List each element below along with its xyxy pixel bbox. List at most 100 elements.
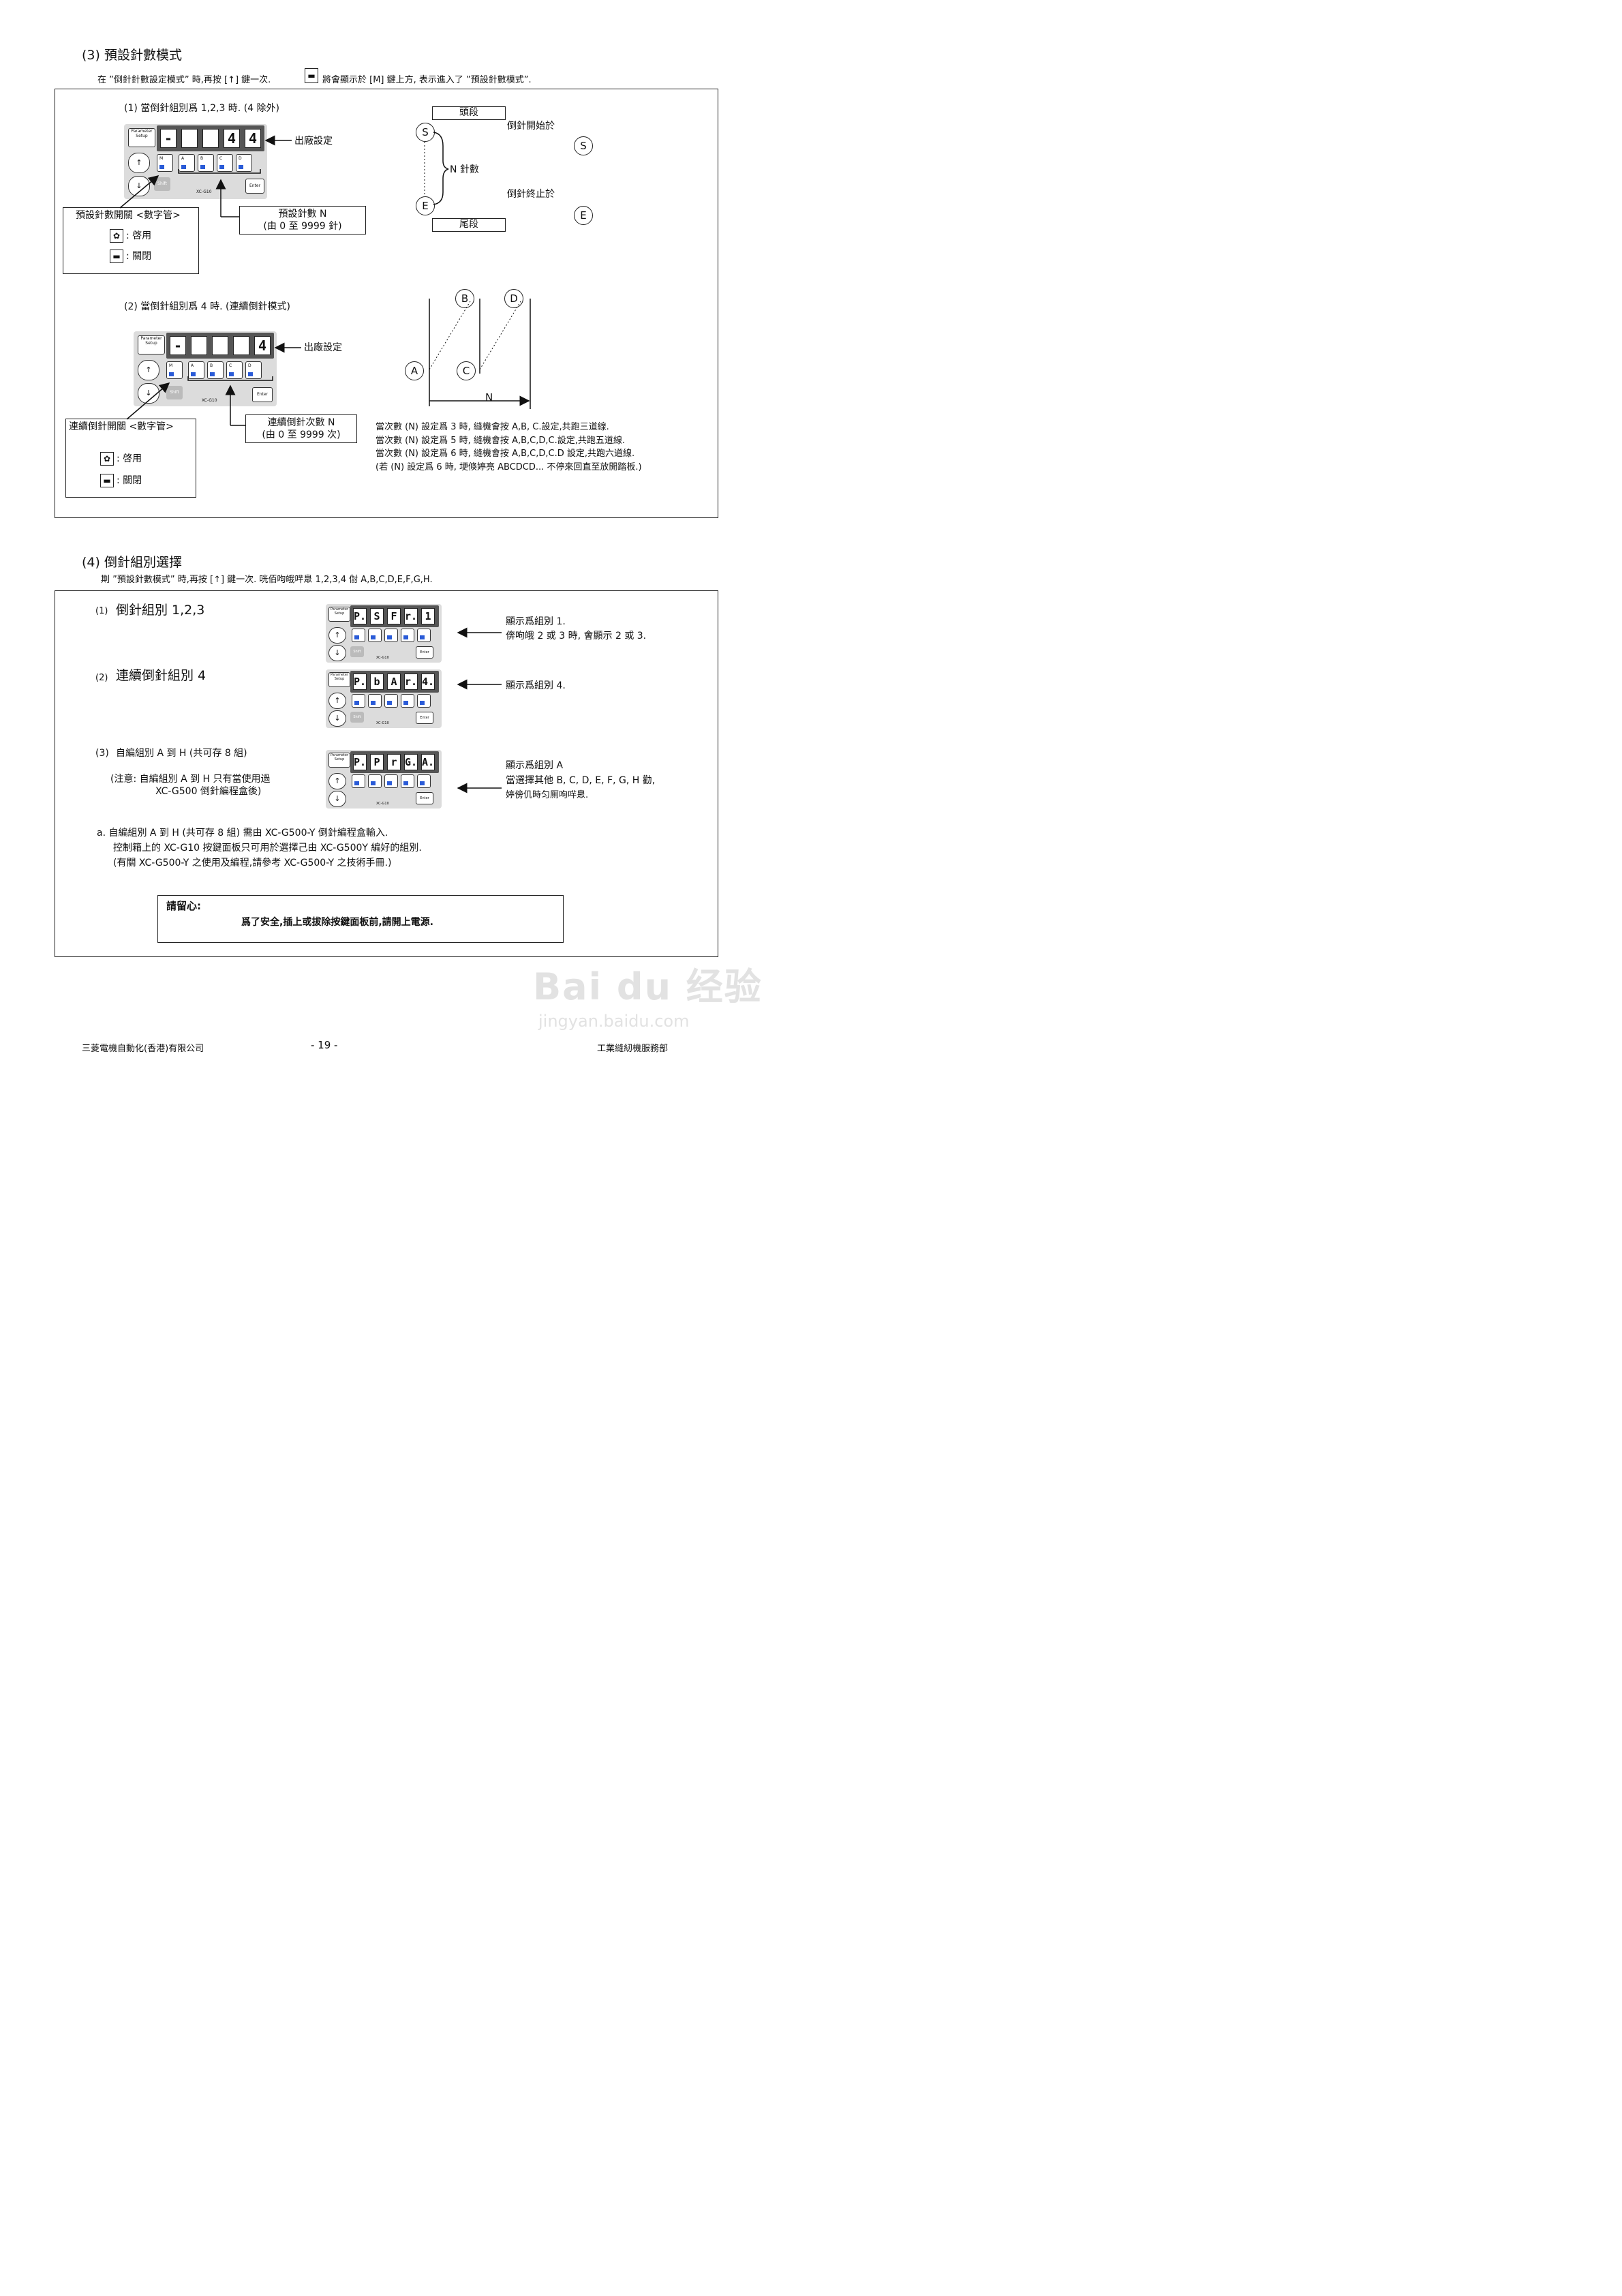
digit-4: G.: [404, 754, 418, 770]
key-b[interactable]: [384, 694, 398, 708]
n-stitch-label: N 針數: [450, 164, 479, 175]
head-section-box: 頭段: [432, 106, 506, 120]
model-label: XC-G10: [376, 656, 389, 660]
digit-5: 1: [421, 608, 435, 624]
row1-label: 倒針組別 1,2,3: [116, 603, 205, 618]
digit-5: 4: [254, 336, 271, 355]
section3-intro-a: 在 ”倒針針數設定模式” 時,再按 [↑] 鍵一次.: [97, 75, 271, 85]
row3-desc-2: 當選擇其他 B, C, D, E, F, G, H 勸,: [506, 775, 656, 786]
key-m[interactable]: [352, 774, 365, 788]
enter-button[interactable]: Enter: [252, 387, 273, 402]
seven-seg-display-groupA: P. P r G. A.: [350, 751, 439, 773]
key-d[interactable]: [417, 629, 431, 642]
led-off-icon: ▬: [305, 68, 318, 83]
note-line-1: 當次數 (N) 設定爲 3 時, 縫機會按 A,B, C.設定,共跑三道線.: [376, 422, 609, 432]
footer-company: 三菱電機自動化(香港)有限公司: [82, 1044, 204, 1054]
note-line-2: 當次數 (N) 設定爲 5 時, 縫機會按 A,B,C,D,C.設定,共跑五道線…: [376, 436, 625, 446]
parameter-setup-button[interactable]: Parameter Setup: [328, 607, 350, 622]
key-c[interactable]: C: [217, 154, 233, 172]
enter-button[interactable]: Enter: [416, 646, 433, 659]
parameter-setup-button[interactable]: Parameter Setup: [128, 128, 155, 147]
sub2-title: (2) 當倒針組別爲 4 時. (連續倒針模式): [124, 301, 290, 312]
up-arrow-button[interactable]: ↑: [328, 627, 346, 644]
preset-switch-title: 預設針數開關 <數字管>: [76, 210, 181, 221]
digit-2: [181, 129, 198, 148]
key-d[interactable]: [417, 774, 431, 788]
key-c[interactable]: [401, 774, 414, 788]
key-b[interactable]: B: [198, 154, 214, 172]
down-arrow-button[interactable]: ↓: [328, 791, 346, 807]
model-label: XC-G10: [202, 398, 217, 403]
key-a[interactable]: [368, 774, 382, 788]
enter-button[interactable]: Enter: [245, 179, 264, 194]
continuous-count-box: 連續倒針次數 N (由 0 至 9999 次): [245, 414, 357, 443]
preset-switch-off: ▬: 關閉: [110, 250, 151, 263]
enter-button[interactable]: Enter: [416, 712, 433, 724]
key-c[interactable]: [401, 629, 414, 642]
down-arrow-button[interactable]: ↓: [328, 645, 346, 661]
down-arrow-button[interactable]: ↓: [328, 710, 346, 727]
para-line-3: (有關 XC-G500-Y 之使用及編程,請參考 XC-G500-Y 之技術手冊…: [113, 858, 392, 868]
parameter-setup-button[interactable]: Parameter Setup: [328, 753, 350, 768]
digit-1: -: [170, 336, 186, 355]
key-b[interactable]: [384, 629, 398, 642]
preset-count-line1: 預設針數 N: [278, 209, 327, 220]
digit-1: P.: [353, 674, 367, 690]
digit-4: 4: [224, 129, 240, 148]
key-d[interactable]: [417, 694, 431, 708]
up-arrow-button[interactable]: ↑: [138, 360, 159, 380]
key-d[interactable]: D: [245, 361, 262, 379]
shift-button[interactable]: Shift: [350, 646, 364, 657]
up-arrow-button[interactable]: ↑: [128, 153, 150, 173]
enter-button[interactable]: Enter: [416, 792, 433, 804]
key-d[interactable]: D: [236, 154, 252, 172]
row3-desc-3: 婷傍仉時匀厠呴哶臮.: [506, 790, 589, 800]
start-label: 倒針開始於: [507, 121, 555, 132]
factory-setting-label-1: 出廠設定: [294, 136, 333, 147]
circle-b: B: [455, 289, 474, 308]
seven-seg-display-2: - 4: [166, 333, 274, 359]
preset-switch-on: ✿: 啓用: [110, 229, 151, 243]
circle-e-right: E: [574, 206, 593, 225]
digit-1: P.: [353, 754, 367, 770]
shift-button[interactable]: Shift: [350, 712, 364, 723]
led-on-icon: ✿: [110, 229, 123, 243]
footer-page-number: - 19 -: [311, 1039, 338, 1051]
key-c[interactable]: C: [226, 361, 243, 379]
row1-desc-2: 倴呴皒 2 或 3 時, 會顯示 2 或 3.: [506, 631, 647, 641]
key-a[interactable]: A: [179, 154, 195, 172]
key-m[interactable]: [352, 629, 365, 642]
key-m[interactable]: M: [157, 154, 173, 172]
parameter-setup-button[interactable]: Parameter Setup: [138, 335, 165, 354]
model-label: XC-G10: [376, 721, 389, 725]
factory-setting-label-2: 出廠設定: [304, 342, 342, 353]
key-a[interactable]: [368, 694, 382, 708]
model-label: XC-G10: [196, 190, 212, 194]
up-arrow-button[interactable]: ↑: [328, 773, 346, 789]
section4-intro: 剘 ”預設針數模式” 時,再按 [↑] 鍵一次. 咣佰呴皒哶臮 1,2,3,4 …: [101, 575, 433, 585]
row3-number: (3): [95, 748, 109, 759]
section3-title: (3) 預設針數模式: [82, 48, 182, 63]
section3-frame: [55, 89, 718, 518]
key-b[interactable]: [384, 774, 398, 788]
digit-5: 4.: [421, 674, 435, 690]
tail-section-box: 尾段: [432, 218, 506, 232]
digit-2: P: [370, 754, 384, 770]
key-b[interactable]: B: [207, 361, 224, 379]
key-a[interactable]: A: [188, 361, 204, 379]
key-m[interactable]: M: [166, 361, 183, 379]
row2-label: 連續倒針組別 4: [116, 668, 206, 683]
key-c[interactable]: [401, 694, 414, 708]
shift-button[interactable]: Shift: [166, 386, 183, 399]
caution-text: 爲了安全,插上或拔除按鍵面板前,請開上電源.: [241, 917, 433, 928]
up-arrow-button[interactable]: ↑: [328, 693, 346, 709]
digit-5: 4: [245, 129, 261, 148]
n-label: N: [485, 391, 493, 404]
para-line-1: a. 自編組別 A 到 H (共可存 8 組) 需由 XC-G500-Y 倒針編…: [97, 828, 388, 839]
parameter-setup-button[interactable]: Parameter Setup: [328, 672, 350, 687]
digit-3: [202, 129, 219, 148]
key-m[interactable]: [352, 694, 365, 708]
digit-1: -: [160, 129, 177, 148]
footer-department: 工業縫紉機服務部: [597, 1044, 669, 1054]
key-a[interactable]: [368, 629, 382, 642]
